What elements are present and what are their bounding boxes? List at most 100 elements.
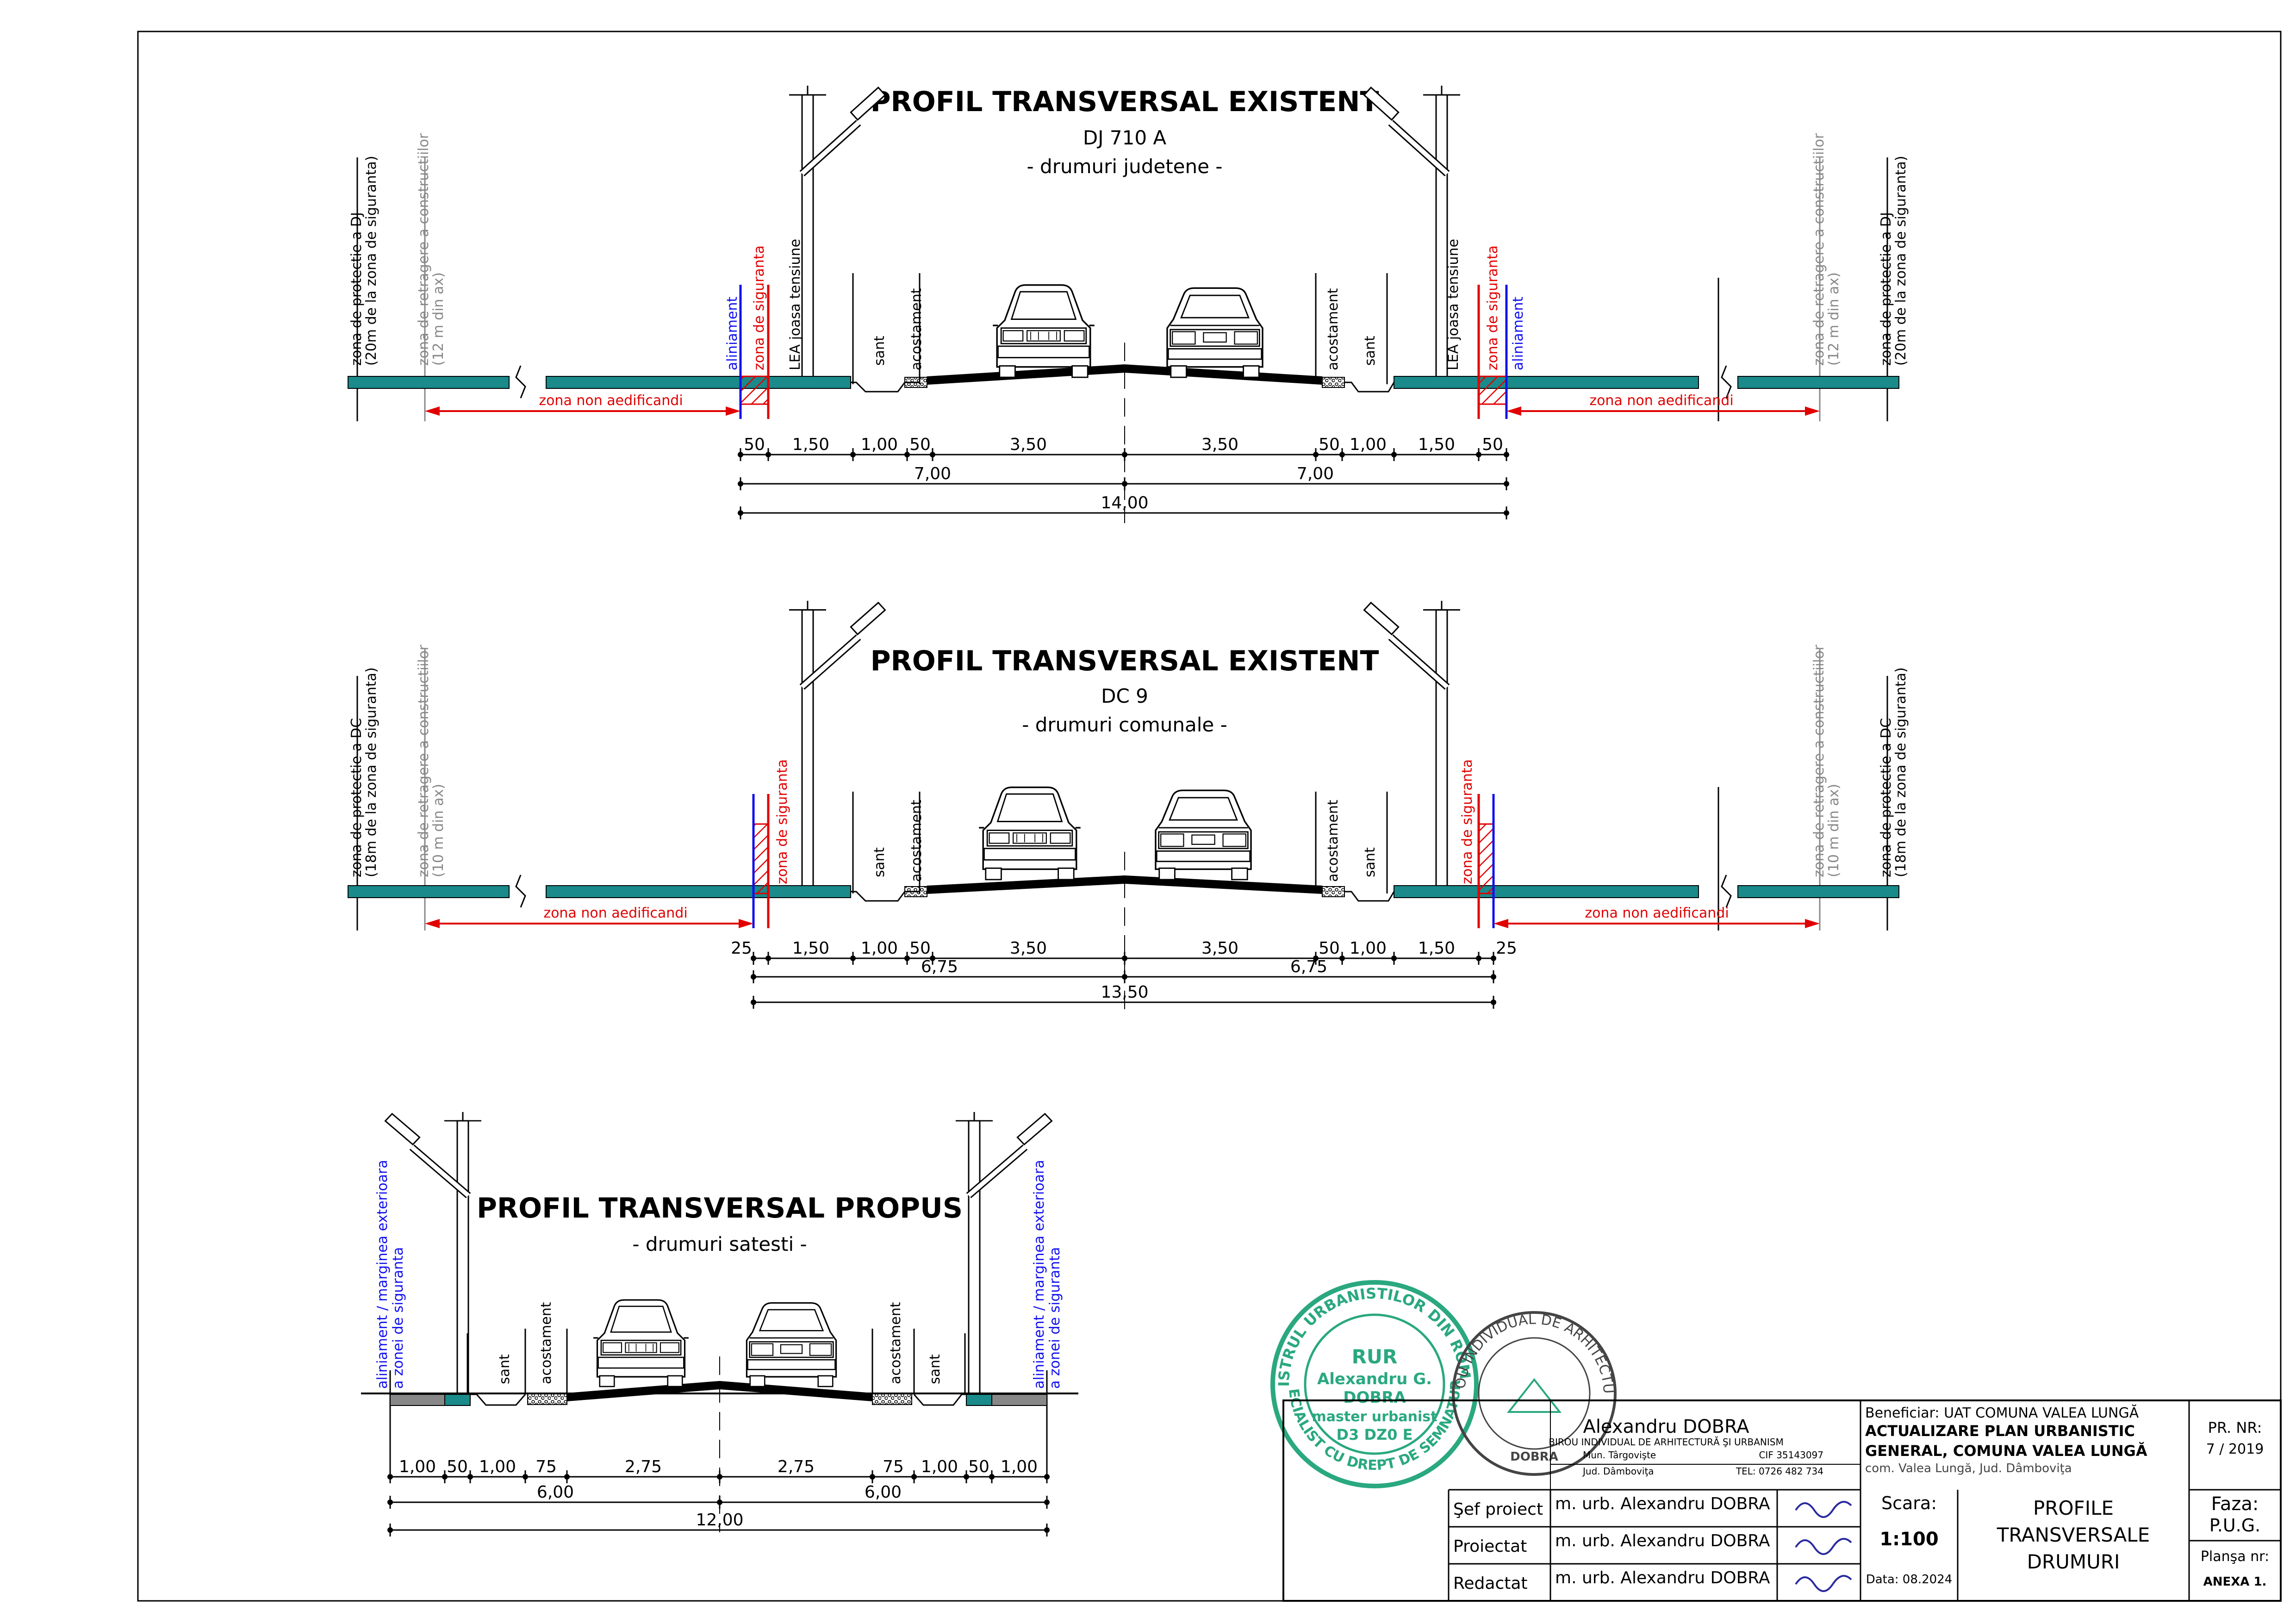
svg-text:Faza:: Faza: [2211,1493,2259,1515]
svg-text:PR. NR:: PR. NR: [2208,1419,2262,1437]
svg-text:DOBRA: DOBRA [1343,1388,1406,1407]
svg-text:25: 25 [1496,939,1517,958]
svg-text:1,00: 1,00 [861,435,898,454]
svg-text:(20m de la zona de siguranta): (20m de la zona de siguranta) [1893,156,1909,366]
svg-text:acostament: acostament [888,1302,904,1384]
svg-text:zona non aedificandi: zona non aedificandi [1585,905,1729,921]
svg-text:zona de retragere a constructi: zona de retragere a constructiilor [1811,644,1827,877]
svg-text:6,75: 6,75 [1290,957,1327,976]
svg-text:LEA joasa tensiune: LEA joasa tensiune [1445,239,1462,370]
svg-text:Şef proiect: Şef proiect [1453,1500,1543,1519]
svg-text:1,50: 1,50 [1418,435,1455,454]
car-front-icon [992,284,1095,378]
street-lamp-icon [789,86,885,382]
svg-text:sant: sant [497,1354,513,1384]
svg-text:zona de protectie a DJ: zona de protectie a DJ [1878,212,1894,366]
svg-text:acostament: acostament [908,800,925,882]
svg-text:DRUMURI: DRUMURI [2027,1550,2120,1573]
svg-text:6,75: 6,75 [921,957,958,976]
svg-text:1,00: 1,00 [479,1457,516,1476]
svg-text:Beneficiar: UAT COMUNA VALEA L: Beneficiar: UAT COMUNA VALEA LUNGĂ [1865,1404,2139,1421]
profile-title: PROFIL TRANSVERSAL EXISTENT [871,86,1379,118]
road-code: DC 9 [1101,685,1148,707]
profile-title: PROFIL TRANSVERSAL EXISTENT [871,645,1379,677]
car-rear-icon [1166,287,1263,378]
svg-text:3,50: 3,50 [1201,435,1238,454]
svg-text:6,00: 6,00 [537,1483,574,1502]
svg-text:1:100: 1:100 [1879,1529,1938,1550]
svg-text:75: 75 [535,1457,557,1476]
svg-text:50: 50 [1319,939,1340,958]
svg-text:1,00: 1,00 [921,1457,958,1476]
svg-text:Alexandru G.: Alexandru G. [1317,1370,1432,1388]
svg-text:sant: sant [927,1354,943,1384]
svg-text:50: 50 [447,1457,468,1476]
svg-text:Jud. Dâmboviţa: Jud. Dâmboviţa [1582,1466,1654,1477]
street-lamp-icon [1364,601,1460,891]
svg-text:Data: 08.2024: Data: 08.2024 [1866,1573,1953,1587]
svg-text:com. Valea Lungă, Jud. Dâmbovi: com. Valea Lungă, Jud. Dâmboviţa [1865,1462,2072,1475]
road-code: DJ 710 A [1083,126,1167,149]
svg-text:zona de siguranta: zona de siguranta [1485,245,1501,370]
svg-text:75: 75 [883,1457,904,1476]
profile-dc-9: PROFIL TRANSVERSAL EXISTENT DC 9 - drumu… [348,601,1909,1010]
svg-text:1,00: 1,00 [1350,939,1387,958]
car-rear-icon [746,1302,837,1387]
street-lamp-icon [789,601,885,891]
svg-text:TRANSVERSALE: TRANSVERSALE [1997,1524,2150,1546]
title-block: Alexandru DOBRA BIROU INDIVIDUAL DE ARHI… [1282,1399,2282,1602]
svg-text:1,00: 1,00 [399,1457,436,1476]
svg-text:TEL: 0726 482 734: TEL: 0726 482 734 [1736,1466,1823,1477]
svg-text:aliniament: aliniament [724,297,740,370]
svg-text:(12 m din ax): (12 m din ax) [430,272,447,366]
svg-text:zona non aedificandi: zona non aedificandi [543,905,687,921]
svg-text:D3 DZ0 E: D3 DZ0 E [1337,1426,1413,1443]
svg-text:CIF 35143097: CIF 35143097 [1759,1449,1823,1461]
svg-text:sant: sant [871,336,888,366]
svg-text:(12 m din ax): (12 m din ax) [1826,272,1842,366]
svg-text:12,00: 12,00 [696,1511,743,1530]
svg-text:zona de retragere a constructi: zona de retragere a constructiilor [1811,133,1827,366]
svg-text:50: 50 [1319,435,1340,454]
road-category: - drumuri comunale - [1022,713,1227,736]
svg-text:(20m de la zona de siguranta): (20m de la zona de siguranta) [363,156,380,366]
svg-text:PROFILE: PROFILE [2033,1497,2114,1519]
svg-text:zona de siguranta: zona de siguranta [774,759,790,884]
svg-text:1,00: 1,00 [1350,435,1387,454]
svg-text:zona de protectie a DC: zona de protectie a DC [348,718,365,877]
car-front-icon [978,786,1082,881]
svg-text:zona de siguranta: zona de siguranta [1459,759,1475,884]
svg-text:Proiectat: Proiectat [1453,1537,1527,1556]
svg-text:13,50: 13,50 [1101,983,1148,1002]
car-rear-icon [1155,789,1252,881]
svg-text:RUR: RUR [1352,1345,1398,1368]
road-category: - drumuri satesti - [632,1233,807,1255]
svg-text:ACTUALIZARE PLAN URBANISTIC: ACTUALIZARE PLAN URBANISTIC [1865,1422,2135,1440]
svg-text:zona de protectie a DJ: zona de protectie a DJ [348,212,365,366]
svg-text:(18m de la zona de siguranta): (18m de la zona de siguranta) [363,667,380,877]
svg-text:Planşa nr:: Planşa nr: [2201,1549,2269,1565]
profile-dj-710a: PROFIL TRANSVERSAL EXISTENT DJ 710 A - d… [348,86,1909,523]
svg-text:zona non aedificandi: zona non aedificandi [1589,393,1733,409]
car-front-icon [592,1299,690,1387]
svg-text:3,50: 3,50 [1201,939,1238,958]
svg-text:50: 50 [909,939,931,958]
sheet-border [137,31,2282,1602]
svg-text:1,50: 1,50 [1418,939,1455,958]
svg-text:m. urb. Alexandru DOBRA: m. urb. Alexandru DOBRA [1555,1494,1770,1513]
round-seal-icon: REGISTRUL URBANISTILOR DIN ROMANIA SPECI… [0,0,1479,1488]
svg-text:m. urb. Alexandru DOBRA: m. urb. Alexandru DOBRA [1555,1531,1770,1550]
svg-text:7 / 2019: 7 / 2019 [2206,1441,2264,1457]
svg-text:2,75: 2,75 [778,1457,815,1476]
svg-text:m. urb. Alexandru DOBRA: m. urb. Alexandru DOBRA [1555,1568,1770,1587]
svg-text:(10 m din ax): (10 m din ax) [430,784,447,877]
dimension-lines [386,1469,1051,1537]
svg-text:3,50: 3,50 [1010,435,1047,454]
svg-text:acostament: acostament [538,1302,554,1384]
svg-text:Scara:: Scara: [1881,1493,1937,1513]
dimension-lines [750,951,1497,1010]
svg-text:GENERAL, COMUNA VALEA LUNGĂ: GENERAL, COMUNA VALEA LUNGĂ [1865,1442,2147,1460]
signature [1795,1501,1852,1518]
svg-text:(10 m din ax): (10 m din ax) [1826,784,1842,877]
